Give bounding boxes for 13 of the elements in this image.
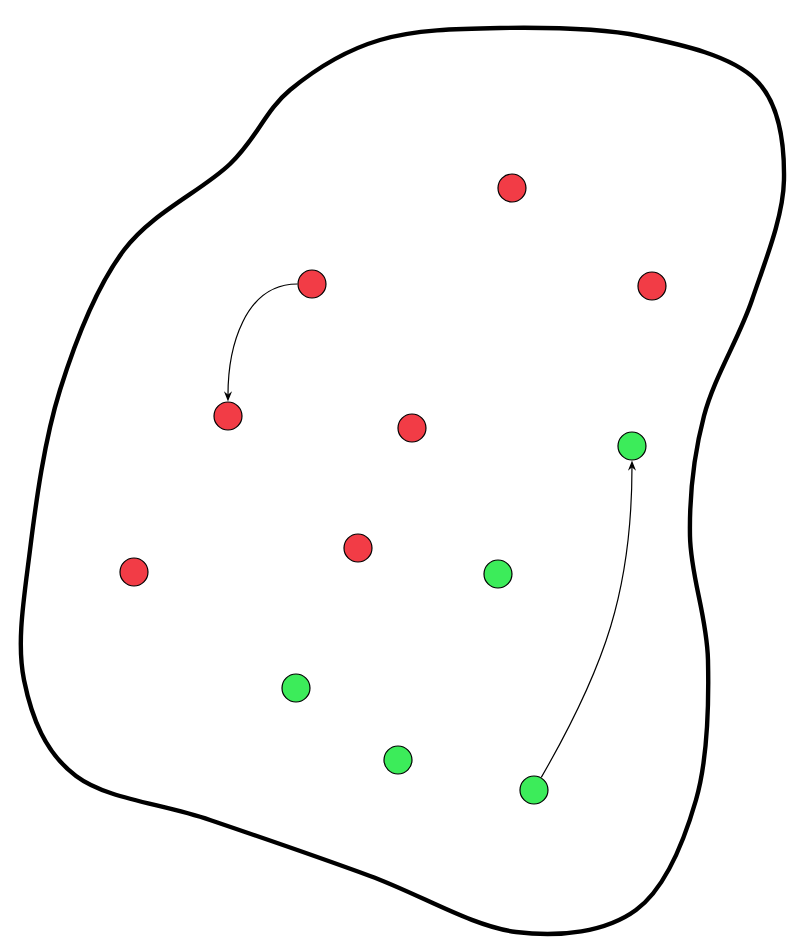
region-outline (18, 25, 787, 937)
dot (483, 559, 513, 589)
dot (119, 557, 149, 587)
dot (497, 173, 527, 203)
dot (343, 533, 373, 563)
dot (617, 431, 647, 461)
dot (519, 775, 549, 805)
dot (383, 745, 413, 775)
dot (397, 413, 427, 443)
dot (297, 269, 327, 299)
dot (213, 401, 243, 431)
dot (281, 673, 311, 703)
dot (637, 271, 667, 301)
